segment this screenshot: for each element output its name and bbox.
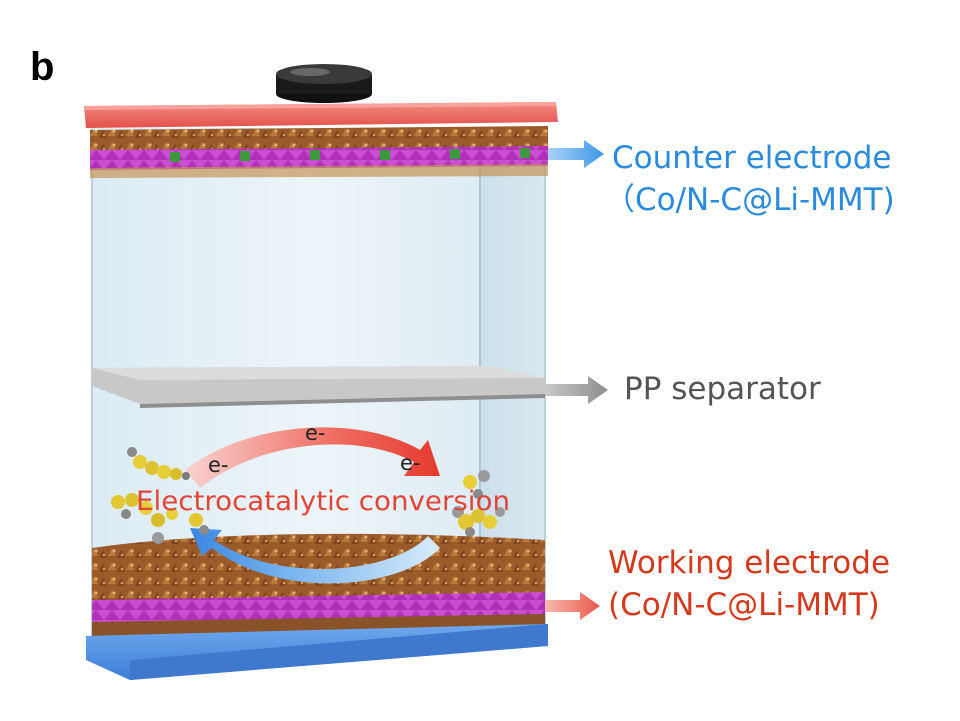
electron-flow-arrow bbox=[185, 427, 440, 488]
polysulfide-chain-left-bottom bbox=[111, 493, 209, 544]
polysulfide-chain-left-top bbox=[127, 447, 190, 480]
top-cap bbox=[84, 102, 558, 128]
conversion-label: Electrocatalytic conversion bbox=[136, 486, 510, 517]
polysulfide-chain-right bbox=[452, 470, 505, 537]
working-electrode-label: Working electrode (Co/N-C@Li-MMT) bbox=[608, 542, 890, 626]
counter-electrode-pointer-arrow bbox=[548, 140, 604, 168]
electron-label-right: e- bbox=[400, 451, 421, 475]
panel-letter: b bbox=[30, 45, 54, 89]
electron-label-left: e- bbox=[208, 453, 229, 477]
counter-electrode-label: Counter electrode （Co/N-C@Li-MMT) bbox=[604, 137, 895, 221]
electron-label-top: e- bbox=[305, 421, 326, 445]
terminal-knob-icon bbox=[276, 64, 372, 103]
working-electrode-pointer-arrow bbox=[545, 592, 600, 620]
working-electrode-layer bbox=[92, 533, 545, 640]
pp-separator-label: PP separator bbox=[624, 371, 821, 407]
bottom-base bbox=[86, 624, 548, 680]
reaction-return-arrow bbox=[190, 528, 440, 584]
working-electrode-title: Working electrode bbox=[608, 545, 891, 581]
counter-electrode-material: （Co/N-C@Li-MMT) bbox=[604, 182, 895, 218]
counter-electrode-title: Counter electrode bbox=[612, 140, 892, 176]
working-electrode-material: (Co/N-C@Li-MMT) bbox=[608, 587, 880, 623]
pp-separator-pointer-arrow bbox=[545, 376, 608, 404]
pp-separator-layer bbox=[92, 366, 545, 408]
counter-electrode-layer bbox=[90, 126, 548, 178]
